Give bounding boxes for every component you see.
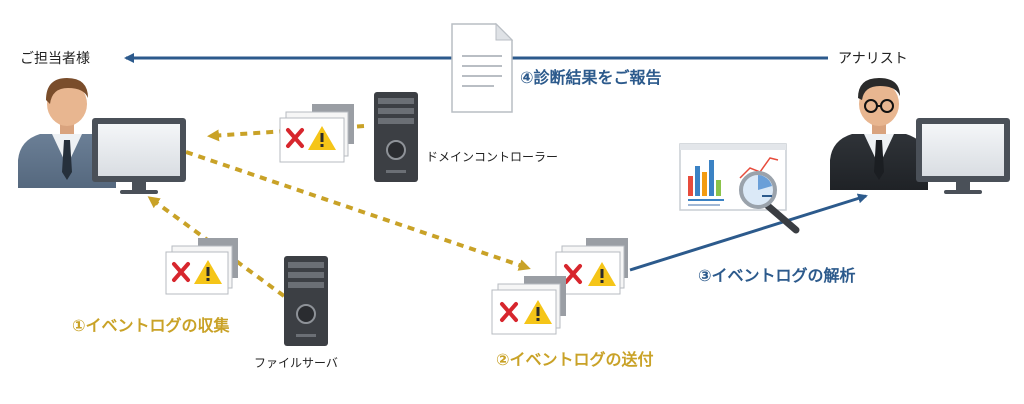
warning-icon [194,260,222,284]
error-icon [286,128,304,148]
step-collect-label: ①イベントログの収集 [72,316,230,335]
magnifier-icon [739,171,800,234]
analyst-monitor-icon [916,118,1010,194]
document-icon [451,22,514,113]
warning-icon [524,300,552,324]
customer-to-send-arrow [185,150,531,271]
customer-label: ご担当者様 [20,51,90,67]
step-send-label: ②イベントログの送付 [496,350,654,369]
file-server-label: ファイルサーバ [254,356,338,370]
step-analyze-label: ③イベントログの解析 [698,266,856,285]
warning-icon [308,126,336,150]
error-icon [500,302,518,322]
fs-server-icon [284,256,328,346]
dc-server-icon [374,92,418,182]
analyze-arrow [629,193,868,272]
domain-controller-label: ドメインコントローラー [426,150,559,164]
analyst-label: アナリスト [838,51,908,67]
error-icon [564,264,582,284]
step-report-label: ④診断結果をご報告 [520,68,662,87]
error-icon [172,262,190,282]
analyst-person-icon [830,78,928,190]
customer-person-icon [18,78,116,188]
customer-monitor-icon [92,118,186,194]
sent-alert-card-front [491,276,566,335]
warning-icon [588,262,616,286]
